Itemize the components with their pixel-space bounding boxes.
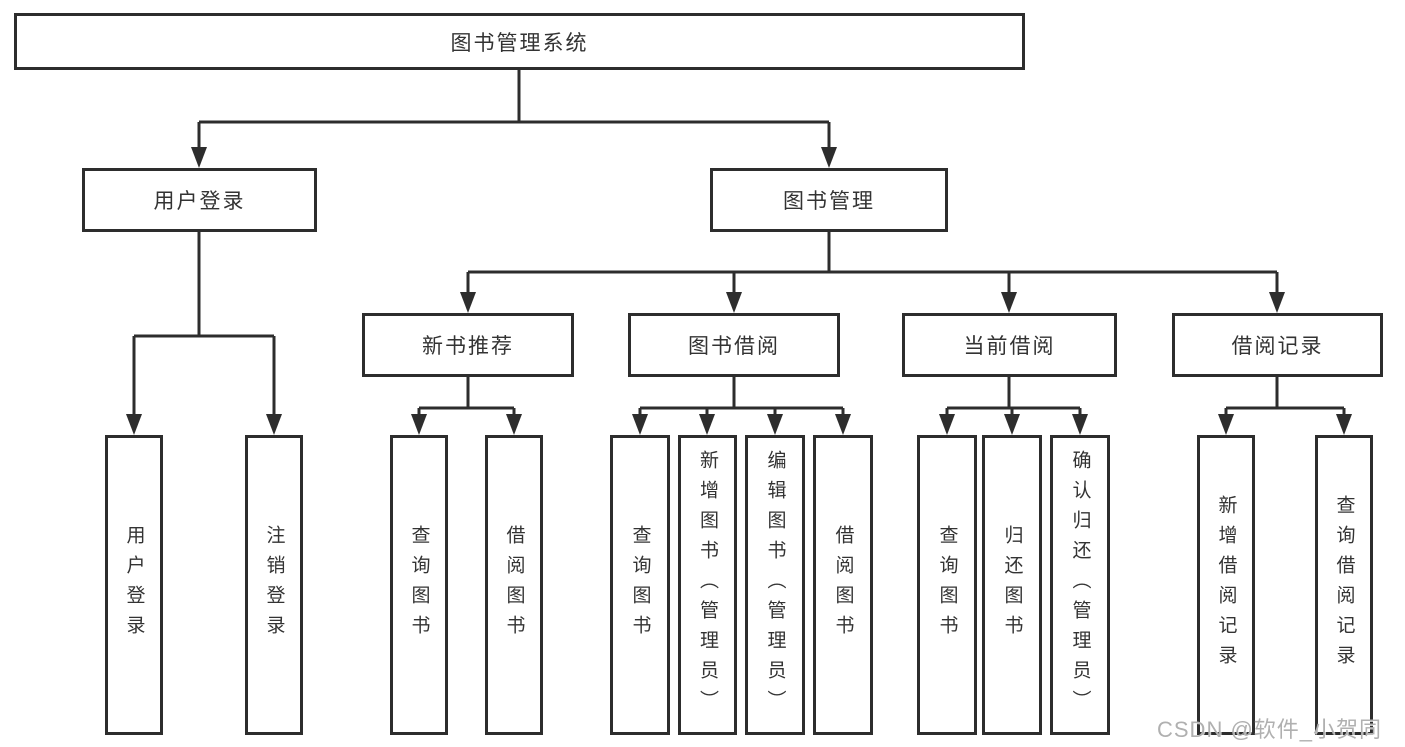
node-new-book-recommend-label: 新书推荐 (422, 335, 514, 358)
node-borrow-records-label: 借阅记录 (1231, 335, 1324, 358)
node-root: 图书管理系统 (14, 13, 1025, 70)
node-borrow-records: 借阅记录 (1172, 313, 1383, 377)
node-user-login: 用户登录 (82, 168, 317, 232)
leaf-query-books-current: 查询图书 (917, 435, 977, 735)
leaf-logout-label: 注销登录 (263, 525, 285, 645)
node-current-borrow: 当前借阅 (902, 313, 1117, 377)
csdn-watermark: CSDN @软件_小贺同学 (1157, 717, 1383, 742)
leaf-add-borrow-record-label: 新增借阅记录 (1215, 495, 1237, 675)
leaf-return-book: 归还图书 (982, 435, 1042, 735)
leaf-query-books-recommend-label: 查询图书 (408, 525, 430, 645)
node-book-management-label: 图书管理 (783, 190, 875, 213)
leaf-query-borrow-record-label: 查询借阅记录 (1333, 495, 1355, 675)
connector-root-to-level2 (191, 70, 837, 168)
leaf-user-login: 用户登录 (105, 435, 163, 735)
leaf-query-books-current-label: 查询图书 (936, 525, 958, 645)
connector-user-login-children (126, 232, 282, 435)
leaf-edit-book-admin: 编辑图书（管理员） (745, 435, 805, 735)
leaf-query-books-borrow-label: 查询图书 (629, 525, 651, 645)
node-book-borrow: 图书借阅 (628, 313, 840, 377)
leaf-query-borrow-record: 查询借阅记录 (1315, 435, 1373, 735)
leaf-add-book-admin-label: 新增图书（管理员） (697, 450, 718, 720)
node-current-borrow-label: 当前借阅 (963, 335, 1056, 358)
leaf-borrow-books-recommend-label: 借阅图书 (503, 525, 525, 645)
leaf-query-books-recommend: 查询图书 (390, 435, 448, 735)
connector-book-borrow-children (632, 377, 851, 435)
connector-book-management-children (460, 232, 1285, 313)
leaf-add-borrow-record: 新增借阅记录 (1197, 435, 1255, 735)
leaf-add-book-admin: 新增图书（管理员） (678, 435, 737, 735)
node-book-borrow-label: 图书借阅 (688, 335, 780, 358)
node-user-login-label: 用户登录 (153, 190, 246, 213)
node-book-management: 图书管理 (710, 168, 948, 232)
leaf-logout: 注销登录 (245, 435, 303, 735)
leaf-return-book-label: 归还图书 (1001, 525, 1023, 645)
leaf-confirm-return-admin: 确认归还（管理员） (1050, 435, 1110, 735)
leaf-borrow-book-label: 借阅图书 (832, 525, 854, 645)
node-root-label: 图书管理系统 (450, 31, 589, 55)
leaf-query-books-borrow: 查询图书 (610, 435, 670, 735)
leaf-borrow-books-recommend: 借阅图书 (485, 435, 543, 735)
connector-borrow-record-children (1218, 377, 1352, 435)
node-new-book-recommend: 新书推荐 (362, 313, 574, 377)
leaf-borrow-book: 借阅图书 (813, 435, 873, 735)
connector-new-book-children (411, 377, 522, 435)
leaf-edit-book-admin-label: 编辑图书（管理员） (764, 450, 786, 720)
leaf-user-login-label: 用户登录 (123, 525, 145, 645)
leaf-confirm-return-admin-label: 确认归还（管理员） (1069, 450, 1091, 720)
connector-current-borrow-children (939, 377, 1088, 435)
